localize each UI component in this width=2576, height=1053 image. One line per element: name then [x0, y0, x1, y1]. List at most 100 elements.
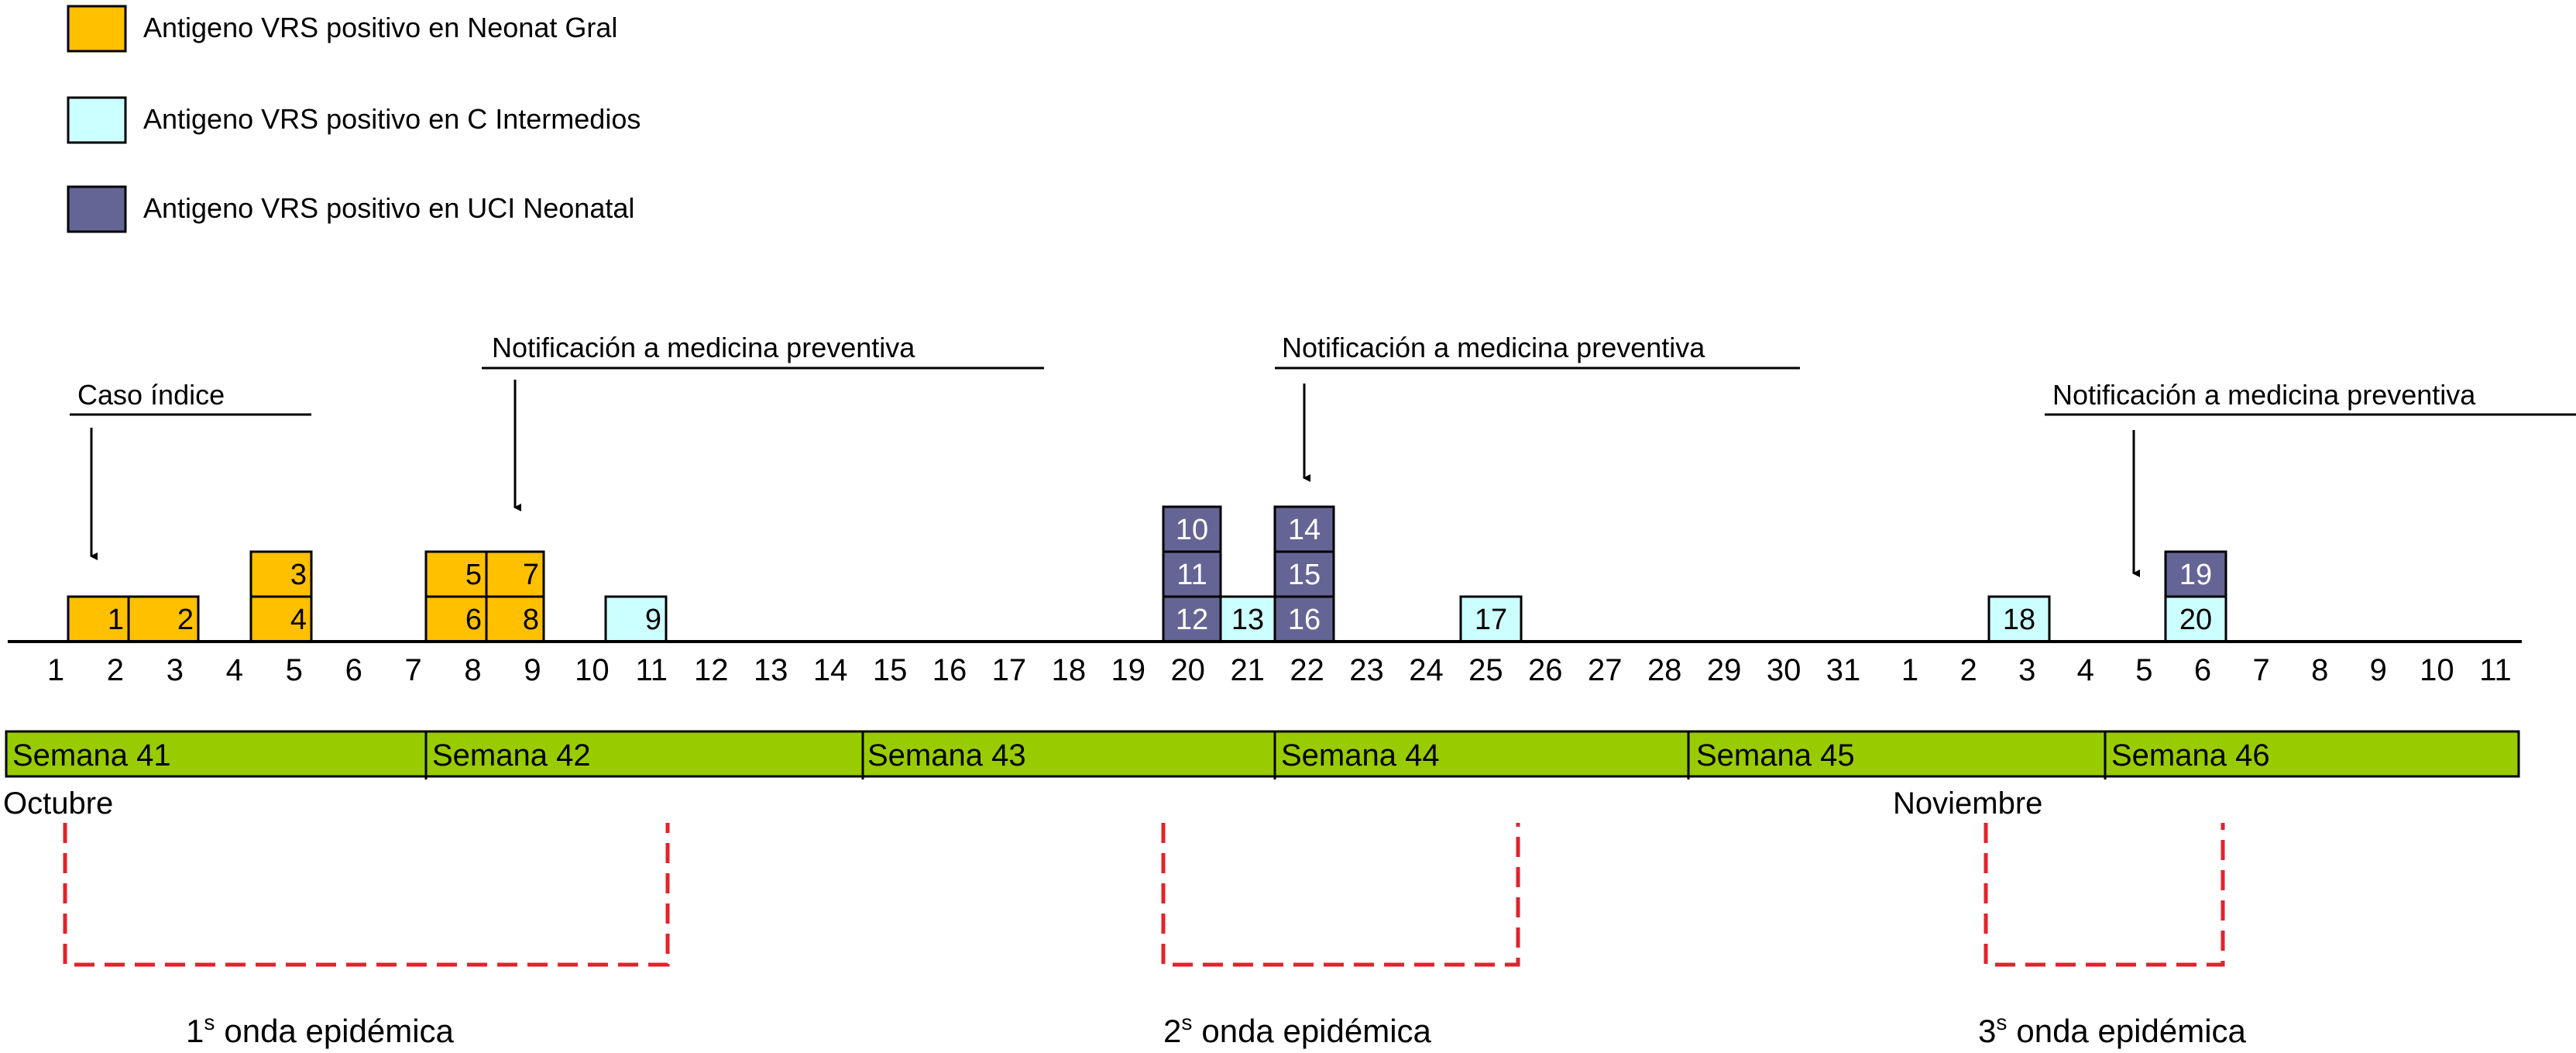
case-box-3: 3: [249, 550, 313, 598]
case-box-10: 10: [1162, 505, 1222, 553]
day-tick-label: 20: [1170, 653, 1205, 687]
case-box-rect: [127, 595, 200, 643]
day-tick-label: 5: [2135, 653, 2152, 687]
case-box-20: 20: [2164, 595, 2227, 643]
case-box-19: 19: [2164, 550, 2227, 598]
annotation-notificacion-1: Notificación a medicina preventiva: [482, 332, 1044, 511]
case-box-rect: [604, 595, 668, 643]
case-number: 15: [1288, 559, 1321, 591]
case-number: 9: [645, 604, 661, 636]
case-number: 17: [1475, 604, 1507, 636]
day-tick-label: 8: [2311, 653, 2328, 687]
day-tick-label: 3: [167, 653, 184, 687]
day-tick-label: 9: [524, 653, 541, 687]
day-tick-label: 11: [636, 653, 668, 687]
annotation-label: Notificación a medicina preventiva: [1282, 332, 1705, 363]
case-box-17: 17: [1459, 595, 1523, 643]
case-number: 1: [108, 604, 124, 636]
case-number: 4: [290, 604, 307, 636]
week-label: Semana 41: [12, 738, 171, 773]
annotation-label: Caso índice: [77, 379, 225, 411]
case-box-rect: [485, 595, 545, 643]
wave-text: onda epidémica: [2016, 1013, 2246, 1049]
wave-ordinal-sup: s: [1181, 1010, 1192, 1034]
day-tick-label: 22: [1290, 653, 1324, 687]
day-tick-label: 4: [2077, 653, 2094, 687]
day-tick-label: 24: [1409, 653, 1444, 687]
case-box-14: 14: [1273, 505, 1335, 553]
case-number: 3: [290, 559, 307, 591]
annotation-notificacion-3: Notificación a medicina preventiva: [2045, 379, 2576, 577]
wave-ordinal-sup: s: [204, 1010, 215, 1034]
wave-ordinal-sup: s: [1996, 1010, 2007, 1034]
day-tick-label: 10: [2420, 653, 2454, 687]
day-tick-label: 30: [1767, 653, 1801, 687]
day-tick-label: 14: [813, 653, 848, 687]
legend: Antigeno VRS positivo en Neonat Gral Ant…: [67, 5, 641, 233]
case-box-5: 5: [424, 550, 488, 598]
case-box-rect: [1162, 550, 1222, 598]
wave-ordinal: 1: [186, 1013, 204, 1049]
month-label-octubre: Octubre: [3, 786, 113, 821]
day-tick-label: 7: [404, 653, 421, 687]
case-box-18: 18: [1987, 595, 2051, 643]
case-number: 7: [523, 559, 539, 591]
legend-item-neonat: Antigeno VRS positivo en Neonat Gral: [67, 5, 617, 53]
day-tick-label: 2: [107, 653, 124, 687]
month-label-noviembre: Noviembre: [1893, 786, 2042, 821]
case-number: 19: [2179, 559, 2212, 591]
case-box-12: 12: [1162, 595, 1222, 643]
day-tick-label: 7: [2252, 653, 2269, 687]
day-tick-label: 19: [1111, 653, 1146, 687]
day-tick-label: 6: [345, 653, 362, 687]
legend-swatch-intermedios: [67, 96, 127, 144]
legend-label-intermedios: Antigeno VRS positivo en C Intermedios: [143, 103, 641, 135]
wave-bracket-2: [1161, 823, 1520, 967]
day-tick-label: 12: [694, 653, 729, 687]
case-box-2: 2: [127, 595, 200, 643]
legend-item-intermedios: Antigeno VRS positivo en C Intermedios: [67, 96, 641, 144]
wave-text: onda epidémica: [1201, 1013, 1431, 1049]
week-label: Semana 45: [1696, 738, 1855, 773]
case-number: 2: [177, 604, 194, 636]
day-tick-label: 29: [1707, 653, 1742, 687]
week-bar: Semana 41 Semana 42 Semana 43 Semana 44 …: [5, 730, 2520, 779]
case-box-8: 8: [485, 595, 545, 643]
case-box-rect: [1273, 505, 1335, 553]
case-number: 13: [1231, 604, 1264, 636]
day-tick-label: 31: [1826, 653, 1861, 687]
legend-swatch-uci: [67, 185, 127, 233]
case-number: 14: [1288, 514, 1321, 546]
day-tick-label: 17: [992, 653, 1027, 687]
legend-swatch-neonat: [67, 5, 127, 53]
day-tick-label: 1: [1901, 653, 1918, 687]
annotation-label: Notificación a medicina preventiva: [2052, 379, 2476, 411]
case-number: 5: [465, 559, 482, 591]
wave-bracket-3: [1984, 823, 2225, 967]
case-number: 20: [2179, 604, 2212, 636]
annotation-caso-indice: Caso índice: [70, 379, 311, 560]
annotation-label: Notificación a medicina preventiva: [492, 332, 915, 363]
case-box-7: 7: [485, 550, 545, 598]
case-box-1: 1: [67, 595, 130, 643]
case-box-4: 4: [249, 595, 313, 643]
case-number: 10: [1176, 514, 1208, 546]
annotations: Caso índice Notificación a medicina prev…: [70, 332, 2576, 577]
day-tick-label: 21: [1230, 653, 1265, 687]
case-box-11: 11: [1162, 550, 1222, 598]
case-number: 18: [2003, 604, 2035, 636]
day-tick-label: 16: [933, 653, 967, 687]
case-number: 12: [1176, 604, 1208, 636]
day-tick-label: 6: [2194, 653, 2211, 687]
day-tick-label: 18: [1052, 653, 1087, 687]
day-tick-label: 1: [47, 653, 64, 687]
day-tick-label: 8: [464, 653, 481, 687]
wave-bracket-1: [63, 823, 670, 967]
day-tick-label: 28: [1647, 653, 1682, 687]
day-tick-label: 4: [226, 653, 243, 687]
day-tick-label: 11: [2479, 653, 2512, 687]
